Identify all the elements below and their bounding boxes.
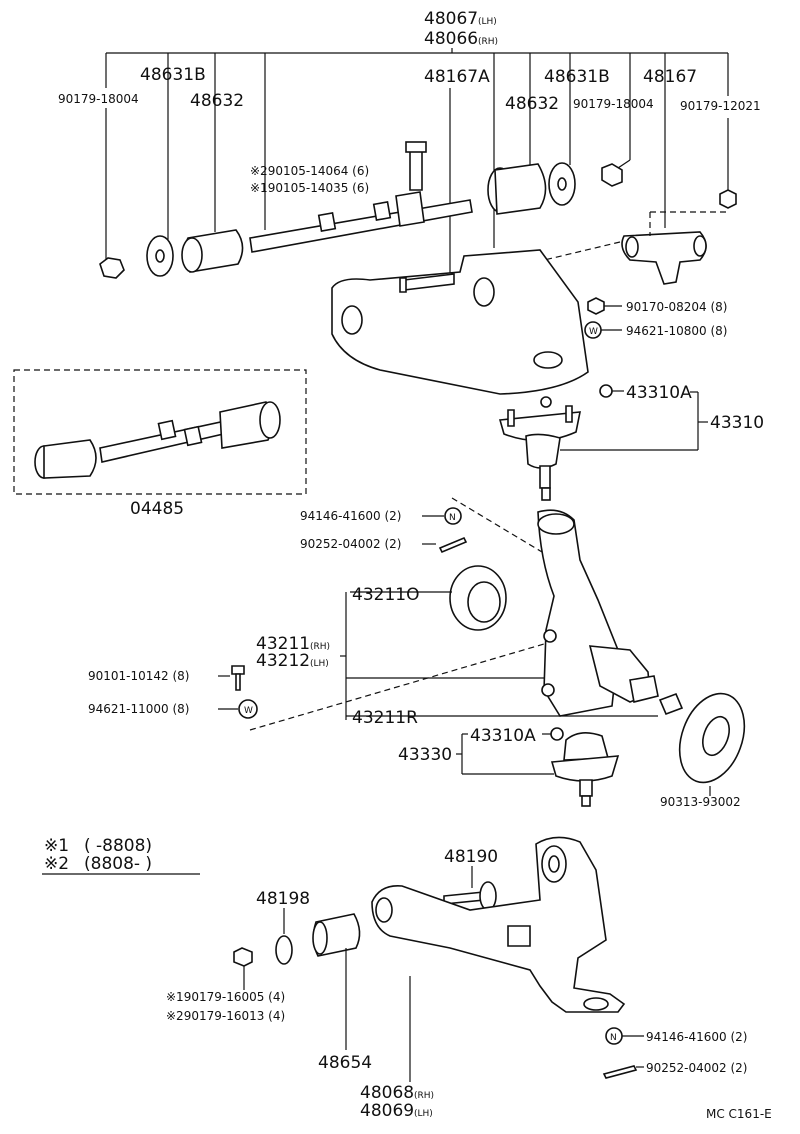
upper-washer-symbol: W (589, 327, 598, 337)
upper-ball-joint (498, 396, 581, 501)
label-43310A-bottom: 43310A (470, 726, 536, 746)
label-48066: 48066 (424, 29, 478, 49)
label-48069: 48069 (360, 1101, 414, 1121)
notes-block: ※1 ( -8808) ※2 (8808- ) (42, 836, 200, 875)
upper-shaft-assembly (99, 141, 737, 279)
label-48069-side: (LH) (414, 1109, 433, 1119)
label-48066-side: (RH) (478, 37, 498, 47)
label-43212-side: (LH) (310, 659, 329, 669)
label-94146-41600-top: 94146-41600 (2) (300, 509, 402, 523)
drawing-code: MC C161-E (706, 1107, 772, 1121)
note1-text: ( -8808) (84, 836, 152, 856)
label-90252-04002-bottom: 90252-04002 (2) (646, 1061, 748, 1075)
label-04485: 04485 (130, 499, 184, 519)
label-94146-41600-bottom: 94146-41600 (2) (646, 1030, 748, 1044)
label-48198: 48198 (256, 889, 310, 909)
label-48654: 48654 (318, 1053, 372, 1073)
label-43211R: 43211R (352, 708, 418, 728)
label-43211: 43211 (256, 634, 310, 654)
label-43310A-top: 43310A (626, 383, 692, 403)
top-nut-symbol: N (449, 513, 456, 523)
note2-mark: ※2 (44, 854, 69, 874)
label-90252-04002-top: 90252-04002 (2) (300, 537, 402, 551)
label-94621-10800: 94621-10800 (8) (626, 324, 728, 338)
label-43310: 43310 (710, 413, 764, 433)
top-header-group: 48067 (LH) 48066 (RH) (105, 9, 729, 96)
label-48068-side: (RH) (414, 1091, 434, 1101)
label-94621-11000: 94621-11000 (8) (88, 702, 190, 716)
label-90170-08204: 90170-08204 (8) (626, 300, 728, 314)
lower-control-arm (371, 836, 626, 1013)
label-290179-16013: ※290179-16013 (4) (166, 1009, 285, 1023)
label-90101-10142: 90101-10142 (8) (88, 669, 190, 683)
label-48190: 48190 (444, 847, 498, 867)
dust-seal-43211O (449, 565, 507, 631)
label-90179-12021: 90179-12021 (680, 99, 761, 113)
label-90179-18004-left: 90179-18004 (58, 92, 139, 106)
label-290105-14064: ※290105-14064 (6) (250, 164, 369, 178)
bottom-nut-symbol: N (610, 1033, 617, 1043)
label-48067: 48067 (424, 9, 478, 29)
bracket-48167 (621, 231, 707, 285)
label-43212: 43212 (256, 651, 310, 671)
label-90179-18004-right: 90179-18004 (573, 97, 654, 111)
note1-mark: ※1 (44, 836, 69, 856)
label-43211-side: (RH) (310, 642, 330, 652)
label-48167: 48167 (643, 67, 697, 87)
label-48068: 48068 (360, 1083, 414, 1103)
label-48632-left: 48632 (190, 91, 244, 111)
label-48067-side: (LH) (478, 17, 497, 27)
lower-ball-joint (550, 732, 620, 807)
note2-text: (8808- ) (84, 854, 152, 874)
label-48167A: 48167A (424, 67, 490, 87)
steering-knuckle (537, 509, 659, 717)
label-190105-14035: ※190105-14035 (6) (250, 181, 369, 195)
label-48631B-right: 48631B (544, 67, 610, 87)
kit-04485-shaft (34, 401, 281, 479)
label-48631B-left: 48631B (140, 65, 206, 85)
upper-control-arm (331, 249, 589, 395)
rotor-90313-93002 (678, 692, 746, 784)
label-190179-16005: ※190179-16005 (4) (166, 990, 285, 1004)
lower-washer-symbol: W (244, 706, 253, 716)
label-43330: 43330 (398, 745, 452, 765)
label-90313-93002: 90313-93002 (660, 795, 741, 809)
kit-04485-box (13, 369, 307, 495)
label-43211O: 43211O (352, 585, 419, 605)
label-48632-right: 48632 (505, 94, 559, 114)
